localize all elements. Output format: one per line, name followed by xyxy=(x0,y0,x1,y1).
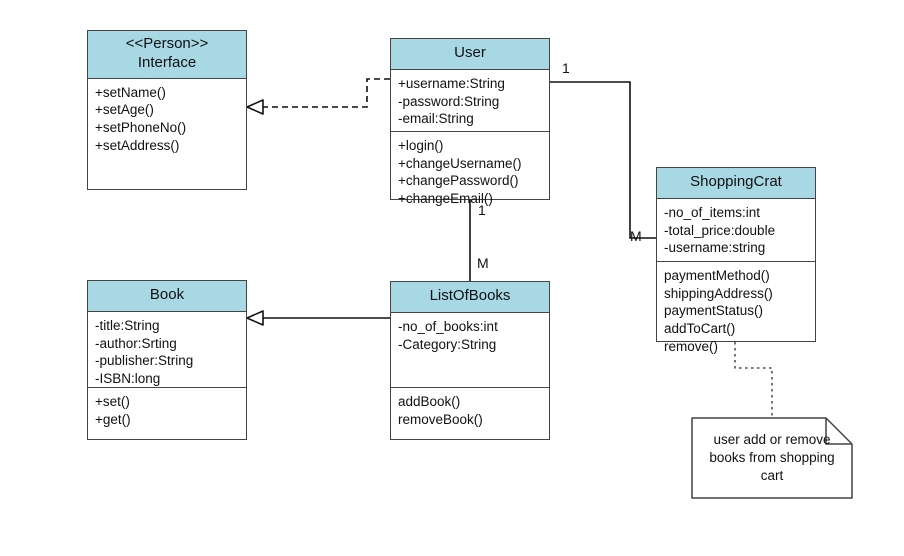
note-box[interactable]: user add or remove books from shopping c… xyxy=(692,418,852,498)
method-item: paymentMethod() xyxy=(664,267,770,283)
method-item: +changeEmail() xyxy=(398,191,493,207)
class-box-book[interactable]: Book -title:String -author:Srting -publi… xyxy=(87,280,247,440)
method-item: +login() xyxy=(398,137,444,153)
multiplicity-user-list-source: 1 xyxy=(478,202,486,218)
class-box-person-interface[interactable]: <<Person>> Interface +setName() +setAge(… xyxy=(87,30,247,190)
method-item: +changePassword() xyxy=(398,173,519,189)
generalization-listofbooks-to-book xyxy=(246,310,390,326)
class-attributes-listofbooks: -no_of_books:int -Category:String xyxy=(391,313,549,387)
class-attributes-shoppingcart: -no_of_items:int -total_price:double -us… xyxy=(657,199,815,261)
class-attributes-user: +username:String -password:String -email… xyxy=(391,70,549,131)
attribute-item: -publisher:String xyxy=(95,353,194,369)
attribute-item: -no_of_books:int xyxy=(398,318,498,334)
attribute-item: -author:Srting xyxy=(95,335,177,351)
method-item: addToCart() xyxy=(664,321,736,337)
method-item: removeBook() xyxy=(398,411,483,427)
method-item: +setAge() xyxy=(95,102,154,118)
method-item: remove() xyxy=(664,339,719,354)
multiplicity-user-cart-source: 1 xyxy=(562,60,570,76)
realization-user-to-interface xyxy=(246,78,390,115)
multiplicity-user-list-target: M xyxy=(477,255,489,271)
method-item: +changeUsername() xyxy=(398,155,522,171)
attribute-item: -Category:String xyxy=(398,336,497,352)
attribute-item: -title:String xyxy=(95,317,160,333)
class-name-listofbooks: ListOfBooks xyxy=(429,287,511,304)
method-item: +setName() xyxy=(95,84,166,100)
multiplicity-user-cart-target: M xyxy=(630,228,642,244)
method-item: addBook() xyxy=(398,393,461,409)
method-item: paymentStatus() xyxy=(664,303,764,319)
class-header-book: Book xyxy=(88,281,246,312)
attribute-item: -username:string xyxy=(664,240,766,256)
attribute-item: -email:String xyxy=(398,111,474,127)
class-stereotype-person: <<Person>> xyxy=(125,35,209,52)
class-name-book: Book xyxy=(149,286,185,303)
class-box-shoppingcart[interactable]: ShoppingCrat -no_of_items:int -total_pri… xyxy=(656,167,816,354)
attribute-item: -total_price:double xyxy=(664,222,776,238)
class-header-user: User xyxy=(391,39,549,70)
method-item: +setPhoneNo() xyxy=(95,120,187,136)
attribute-item: -ISBN:long xyxy=(95,371,161,387)
class-methods-shoppingcart: paymentMethod() shippingAddress() paymen… xyxy=(657,260,815,362)
class-name-user: User xyxy=(454,44,486,61)
class-methods-book: +set() +get() xyxy=(88,386,246,435)
attribute-item: +username:String xyxy=(398,75,505,91)
class-name-shoppingcart: ShoppingCrat xyxy=(690,173,782,190)
class-header-shoppingcart: ShoppingCrat xyxy=(657,168,815,199)
attribute-item: -password:String xyxy=(398,93,500,109)
method-item: +setAddress() xyxy=(95,137,180,153)
method-item: +set() xyxy=(95,393,130,409)
attribute-item: -no_of_items:int xyxy=(664,204,761,220)
note-text: user add or remove books from shopping c… xyxy=(709,431,835,484)
class-header-listofbooks: ListOfBooks xyxy=(391,282,549,313)
method-item: shippingAddress() xyxy=(664,285,773,301)
class-box-listofbooks[interactable]: ListOfBooks -no_of_books:int -Category:S… xyxy=(390,281,550,440)
class-methods-listofbooks: addBook() removeBook() xyxy=(391,386,549,435)
class-header-person-interface: <<Person>> Interface xyxy=(88,31,246,79)
class-methods-user: +login() +changeUsername() +changePasswo… xyxy=(391,130,549,214)
method-item: +get() xyxy=(95,411,131,427)
class-name-interface: Interface xyxy=(137,53,197,71)
class-attributes-book: -title:String -author:Srting -publisher:… xyxy=(88,312,246,387)
class-methods-person-interface: +setName() +setAge() +setPhoneNo() +setA… xyxy=(88,79,246,161)
class-box-user[interactable]: User +username:String -password:String -… xyxy=(390,38,550,206)
